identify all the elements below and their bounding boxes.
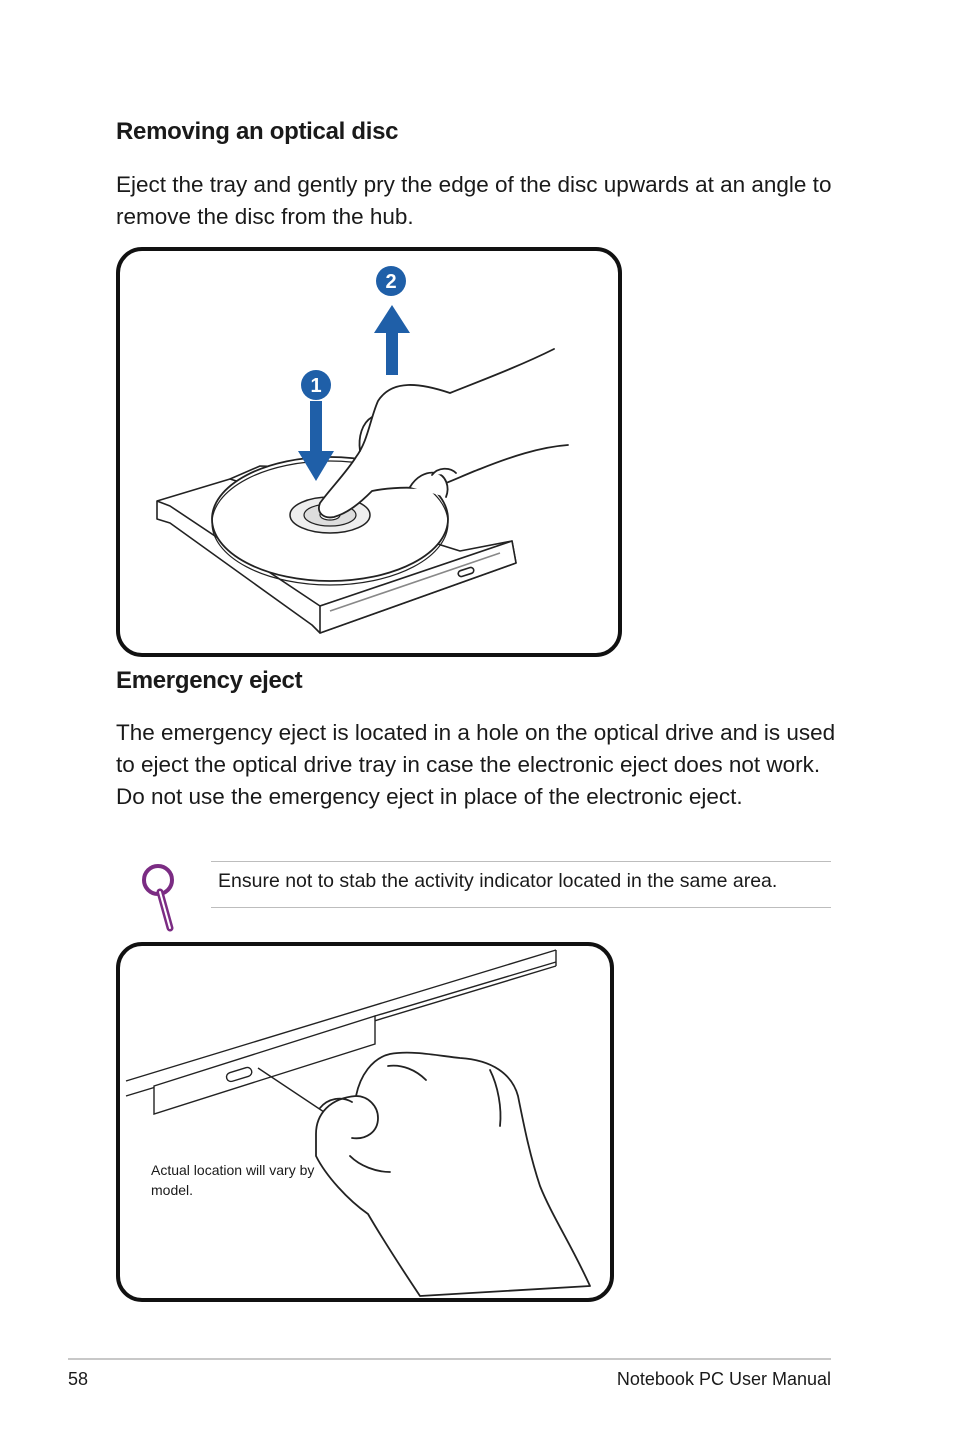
- emergency-eject-illustration: [125, 949, 591, 1297]
- note-top-rule: [211, 861, 831, 862]
- section-heading-removing-disc: Removing an optical disc: [116, 118, 399, 145]
- section-body-removing-disc: Eject the tray and gently pry the edge o…: [116, 172, 832, 229]
- note-bottom-rule: [211, 907, 831, 908]
- step-1-badge: 1: [310, 375, 321, 397]
- footer-title: Notebook PC User Manual: [616, 1369, 831, 1389]
- remove-disc-illustration: 1 2: [156, 266, 569, 634]
- section-heading-emergency-eject: Emergency eject: [116, 667, 303, 694]
- note-text: Ensure not to stab the activity indicato…: [218, 870, 778, 892]
- figure-remove-disc: 1 2: [116, 247, 622, 657]
- section-body-emergency-eject: The emergency eject is located in a hole…: [116, 720, 836, 809]
- step-2-badge: 2: [385, 271, 396, 293]
- figure-emergency-eject: Actual location will vary by model.: [116, 942, 614, 1302]
- footer-rule: [68, 1358, 831, 1360]
- page-number: 58: [68, 1369, 89, 1389]
- figure-caption: Actual location will vary by model.: [151, 1162, 315, 1198]
- magnifier-tip-icon: [142, 864, 174, 932]
